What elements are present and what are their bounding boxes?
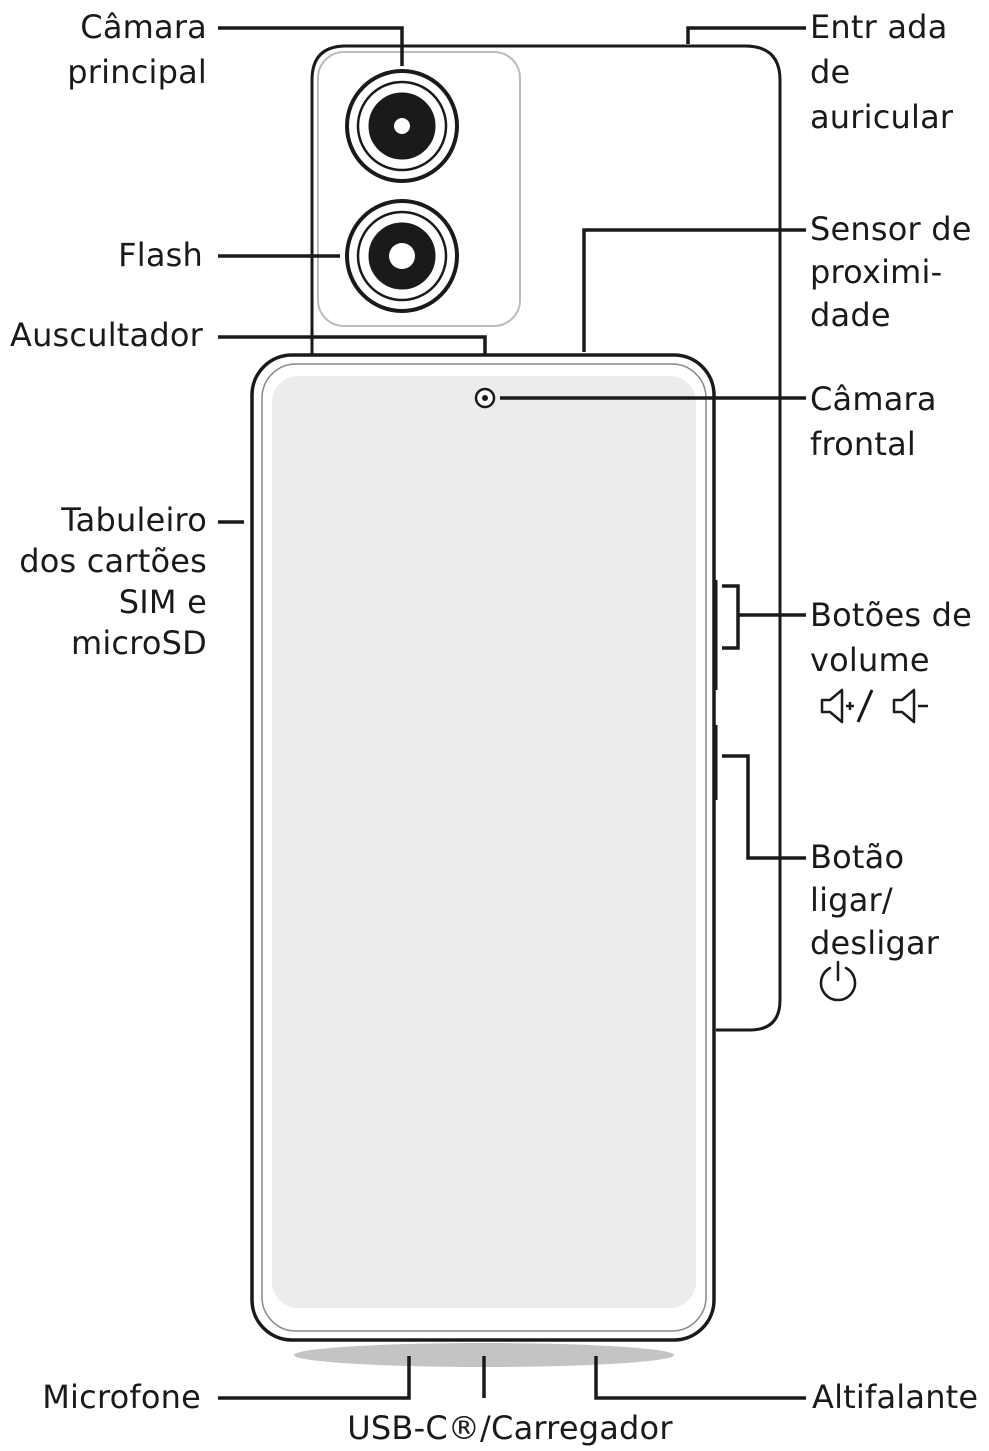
- main-camera-dot: [392, 116, 412, 136]
- label-botoes-volume: Botões de volume: [810, 596, 972, 679]
- flash-center: [389, 243, 415, 269]
- volume-up-icon: [820, 688, 854, 724]
- label-camara-frontal: Câmara frontal: [810, 380, 937, 463]
- leader-entrada: [686, 26, 806, 44]
- label-usb: USB-C®/Carregador: [347, 1409, 673, 1447]
- volume-icons: [820, 688, 928, 724]
- bottom-shadow: [294, 1343, 674, 1367]
- rear-phone: [310, 44, 782, 1032]
- label-altifalante: Altifalante: [812, 1378, 979, 1416]
- front-camera-dot: [482, 395, 488, 401]
- leader-power: [722, 754, 806, 860]
- front-phone-bezel: [261, 363, 707, 1332]
- label-auscultador: Auscultador: [9, 316, 203, 354]
- label-botao-ligar: Botão ligar/ desligar: [810, 838, 940, 962]
- label-tabuleiro: Tabuleiro dos cartões SIM e microSD: [19, 501, 207, 662]
- leader-auscultador: [218, 335, 487, 355]
- label-flash: Flash: [118, 236, 203, 274]
- front-phone: [250, 353, 718, 1367]
- flash-ring: [356, 210, 448, 302]
- screen: [272, 376, 696, 1308]
- leader-lines: [218, 26, 806, 1400]
- volume-down-icon: [892, 688, 928, 724]
- volume-slash: [856, 689, 874, 723]
- leader-volume-bracket: [722, 584, 740, 650]
- leader-sensor: [582, 228, 806, 352]
- label-microfone: Microfone: [42, 1378, 201, 1416]
- leader-camara-principal: [218, 26, 404, 66]
- label-camara-principal: Câmara principal: [67, 8, 207, 91]
- main-camera-ring: [356, 80, 448, 172]
- rear-phone-outline: [310, 44, 782, 1032]
- power-icon: [819, 960, 857, 1002]
- label-entrada: Entr ada de auricular: [810, 8, 954, 136]
- leader-altifalante: [594, 1356, 806, 1400]
- label-sensor: Sensor de proximi- dade: [810, 210, 972, 334]
- leader-microfone: [218, 1356, 411, 1400]
